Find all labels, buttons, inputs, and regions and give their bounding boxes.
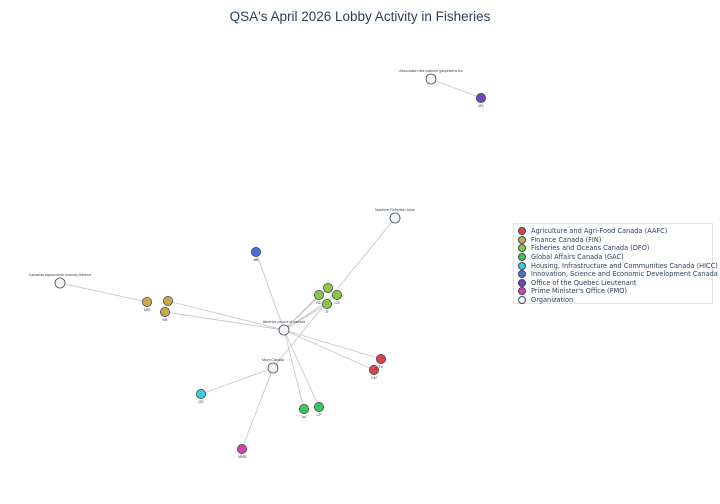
edge-fcc-dm (283, 329, 375, 371)
edge-fcc-aa (283, 329, 305, 410)
node-label-mnb: MNB (238, 455, 247, 459)
legend-label: Agriculture and Agri-Food Canada (AAFC) (531, 227, 668, 236)
node-tk[interactable] (375, 353, 386, 364)
edge-fcc-cp (283, 329, 320, 408)
legend-item-gac[interactable]: Global Affairs Canada (GAC) (518, 253, 712, 262)
legend-swatch (518, 244, 526, 253)
legend: Agriculture and Agri-Food Canada (AAFC)F… (513, 223, 720, 305)
edge-mowi-mnb (241, 367, 274, 450)
node-label-mowi: Mowi Canada (262, 358, 284, 362)
legend-swatch (518, 261, 526, 270)
node-agp[interactable] (425, 73, 437, 85)
node-label-qs: QS (198, 400, 204, 404)
node-label-fcc: fisheries council of canada (263, 320, 305, 324)
legend-swatch (518, 287, 526, 296)
node-label-lm: LM (335, 301, 340, 305)
node-label-mm: MM (144, 308, 150, 312)
legend-item-pmo[interactable]: Prime Minister's Office (PMO) (518, 287, 712, 296)
legend-swatch (518, 270, 526, 279)
legend-label: Fisheries and Oceans Canada (DFO) (531, 244, 650, 253)
node-dfo2[interactable] (322, 282, 333, 293)
legend-item-org[interactable]: Organization (518, 296, 712, 305)
node-label-bb: BB (254, 258, 259, 262)
legend-swatch (518, 235, 526, 244)
legend-item-hicc[interactable]: Housing, Infrastructure and Communities … (518, 261, 718, 270)
node-aa[interactable] (298, 403, 309, 414)
legend-item-fin[interactable]: Finance Canada (FIN) (518, 235, 712, 245)
legend-label: Office of the Quebec Lieutenant (531, 278, 637, 287)
node-label-tk: TK (379, 365, 384, 369)
legend-label: Finance Canada (FIN) (531, 235, 602, 244)
node-mfu[interactable] (389, 212, 401, 224)
legend-label: Housing, Infrastructure and Communities … (531, 261, 718, 270)
node-label-aa: AA (302, 415, 307, 419)
edge-fcc-bb (255, 251, 285, 331)
node-mnb[interactable] (236, 443, 247, 454)
edge-agp-mv (430, 78, 482, 99)
node-label-nb: NB (163, 318, 169, 322)
node-label-mfu: Maritime Fisheries Union (375, 208, 415, 212)
legend-swatch (518, 227, 526, 236)
chart-title: QSA's April 2026 Lobby Activity in Fishe… (229, 9, 491, 24)
node-mm[interactable] (141, 296, 152, 307)
legend-label: Organization (531, 296, 574, 305)
edge-fcc-jt (283, 303, 328, 331)
legend-label: Global Affairs Canada (GAC) (531, 253, 624, 262)
legend-swatch (518, 278, 526, 287)
node-label-jt: JT (325, 310, 330, 314)
node-bb[interactable] (250, 246, 261, 257)
node-mv[interactable] (475, 93, 486, 104)
node-label-dm: DM (371, 376, 377, 380)
legend-label: Innovation, Science and Economic Develop… (531, 270, 720, 279)
node-qs[interactable] (195, 388, 206, 399)
node-fin3[interactable] (162, 295, 173, 306)
edge-mowi-qs (200, 367, 274, 395)
legend-item-oql[interactable]: Office of the Quebec Lieutenant (518, 278, 712, 288)
legend-item-aafc[interactable]: Agriculture and Agri-Food Canada (AAFC) (518, 227, 712, 236)
edge-fcc-fin3 (167, 300, 285, 331)
node-nb[interactable] (159, 306, 170, 317)
node-layer: Association des crabiers gaspésiens incM… (29, 69, 486, 459)
node-label-cp: CP (317, 413, 323, 417)
node-nd[interactable] (313, 289, 324, 300)
node-caia[interactable] (54, 277, 66, 289)
node-lm[interactable] (331, 289, 342, 300)
node-cp[interactable] (313, 401, 324, 412)
node-label-nd: ND (316, 301, 322, 305)
edge-fcc-nb (164, 311, 285, 331)
node-mowi[interactable] (267, 362, 279, 374)
edge-fcc-tk (283, 329, 382, 360)
node-jt[interactable] (321, 298, 332, 309)
legend-label: Prime Minister's Office (PMO) (531, 287, 627, 296)
legend-item-ised[interactable]: Innovation, Science and Economic Develop… (518, 270, 720, 279)
legend-swatch (518, 296, 526, 305)
edge-caia-mm (59, 282, 148, 303)
legend-swatch (518, 253, 526, 262)
edge-layer (59, 78, 482, 450)
node-dm[interactable] (368, 364, 379, 375)
node-fcc[interactable] (278, 324, 290, 336)
node-label-mv: MV (478, 104, 484, 108)
node-label-caia: Canadian Aquaculture Industry Alliance (29, 273, 92, 277)
legend-item-dfo[interactable]: Fisheries and Oceans Canada (DFO) (518, 244, 712, 253)
node-label-agp: Association des crabiers gaspésiens inc (399, 69, 463, 73)
